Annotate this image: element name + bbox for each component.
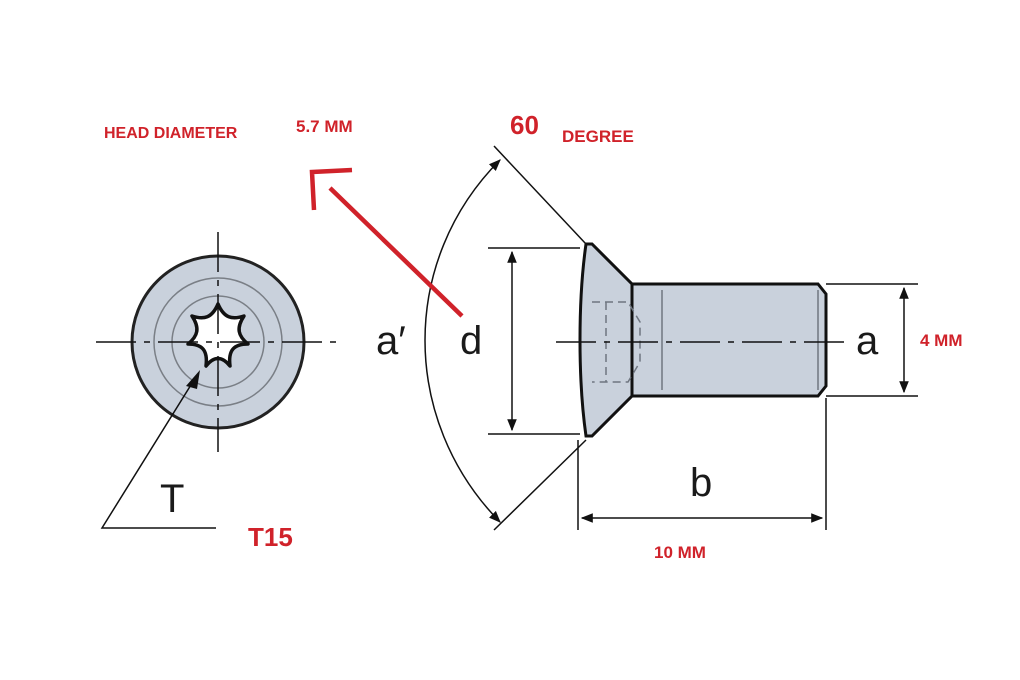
head-angle-symbol: a′ <box>376 319 406 363</box>
angle-value: 60 <box>510 110 539 140</box>
angle-unit: DEGREE <box>562 127 634 146</box>
side-view <box>556 242 852 438</box>
length-symbol: b <box>690 461 712 505</box>
thread-diameter-symbol: a <box>856 319 879 363</box>
end-view <box>96 232 338 529</box>
head-diameter-label: HEAD DIAMETER <box>104 125 238 142</box>
drive-symbol: T <box>160 477 184 521</box>
thread-diameter-value: 4 MM <box>920 331 963 350</box>
dimensions <box>424 145 918 531</box>
head-diameter-value: 5.7 MM <box>296 117 353 136</box>
angle-arc <box>424 159 501 523</box>
head-diameter-pointer-arrow <box>309 167 464 318</box>
length-value: 10 MM <box>654 543 706 562</box>
drive-size-value: T15 <box>248 522 293 552</box>
head-diameter-symbol: d <box>460 319 482 363</box>
